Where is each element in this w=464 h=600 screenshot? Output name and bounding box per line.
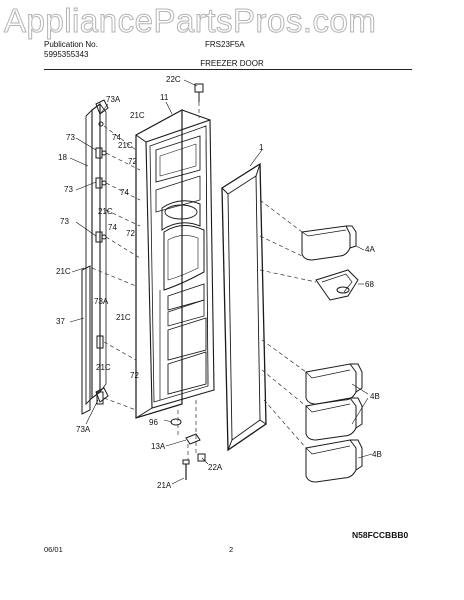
callout-37: 37 xyxy=(56,317,65,326)
callout-72-3: 72 xyxy=(130,371,139,380)
publication-label: Publication No. xyxy=(44,40,98,49)
callout-21A: 21A xyxy=(157,481,172,490)
hinge-hardware-drawing xyxy=(170,83,206,480)
callout-68: 68 xyxy=(365,280,374,289)
footer-date: 06/01 xyxy=(44,545,63,554)
callout-11: 11 xyxy=(160,93,169,102)
callout-73A-mid: 73A xyxy=(94,297,109,306)
door-handle-drawing xyxy=(81,99,109,415)
callout-22C: 22C xyxy=(166,75,181,84)
callout-74-3: 74 xyxy=(108,223,117,232)
callout-73A-top: 73A xyxy=(106,95,121,104)
callout-21C-4: 21C xyxy=(56,267,71,276)
callout-96: 96 xyxy=(149,418,158,427)
callout-73A-bot: 73A xyxy=(76,425,91,434)
leader-lines xyxy=(69,79,373,485)
callout-4B-2: 4B xyxy=(372,450,382,459)
callout-73-1: 73 xyxy=(66,133,75,142)
freezer-door-body-drawing xyxy=(135,108,215,419)
callout-4A: 4A xyxy=(365,245,375,254)
callout-74-1: 74 xyxy=(112,133,121,142)
section-title: FREEZER DOOR xyxy=(200,59,264,68)
model-number: FRS23F5A xyxy=(205,40,245,49)
watermark-logo: AppliancePartsPros.com xyxy=(3,2,377,40)
callout-21C-2: 21C xyxy=(118,141,133,150)
callout-73-2: 73 xyxy=(64,185,73,194)
door-gasket-drawing xyxy=(221,162,267,452)
diagram-code: N58FCCBBB0 xyxy=(352,530,409,540)
callout-21C-6: 21C xyxy=(96,363,111,372)
door-bins-drawing xyxy=(301,225,363,483)
callout-73-3: 73 xyxy=(60,217,69,226)
header-rule xyxy=(44,69,412,70)
footer-page-number: 2 xyxy=(229,545,234,554)
callout-18: 18 xyxy=(58,153,67,162)
callout-1: 1 xyxy=(259,143,264,152)
callout-4B-1: 4B xyxy=(370,392,380,401)
publication-number: 5995355343 xyxy=(44,50,89,59)
callout-21C-3: 21C xyxy=(98,207,113,216)
callout-74-2: 74 xyxy=(120,188,129,197)
callout-72-2: 72 xyxy=(126,229,135,238)
callout-21C-1: 21C xyxy=(130,111,145,120)
callout-labels: 22C 11 73A 21C 73 74 21C 18 72 73 74 21C… xyxy=(56,75,382,490)
assembly-lines xyxy=(91,102,317,460)
callout-13A: 13A xyxy=(151,442,166,451)
callout-22A: 22A xyxy=(208,463,223,472)
callout-21C-5: 21C xyxy=(116,313,131,322)
callout-72-1: 72 xyxy=(128,157,137,166)
